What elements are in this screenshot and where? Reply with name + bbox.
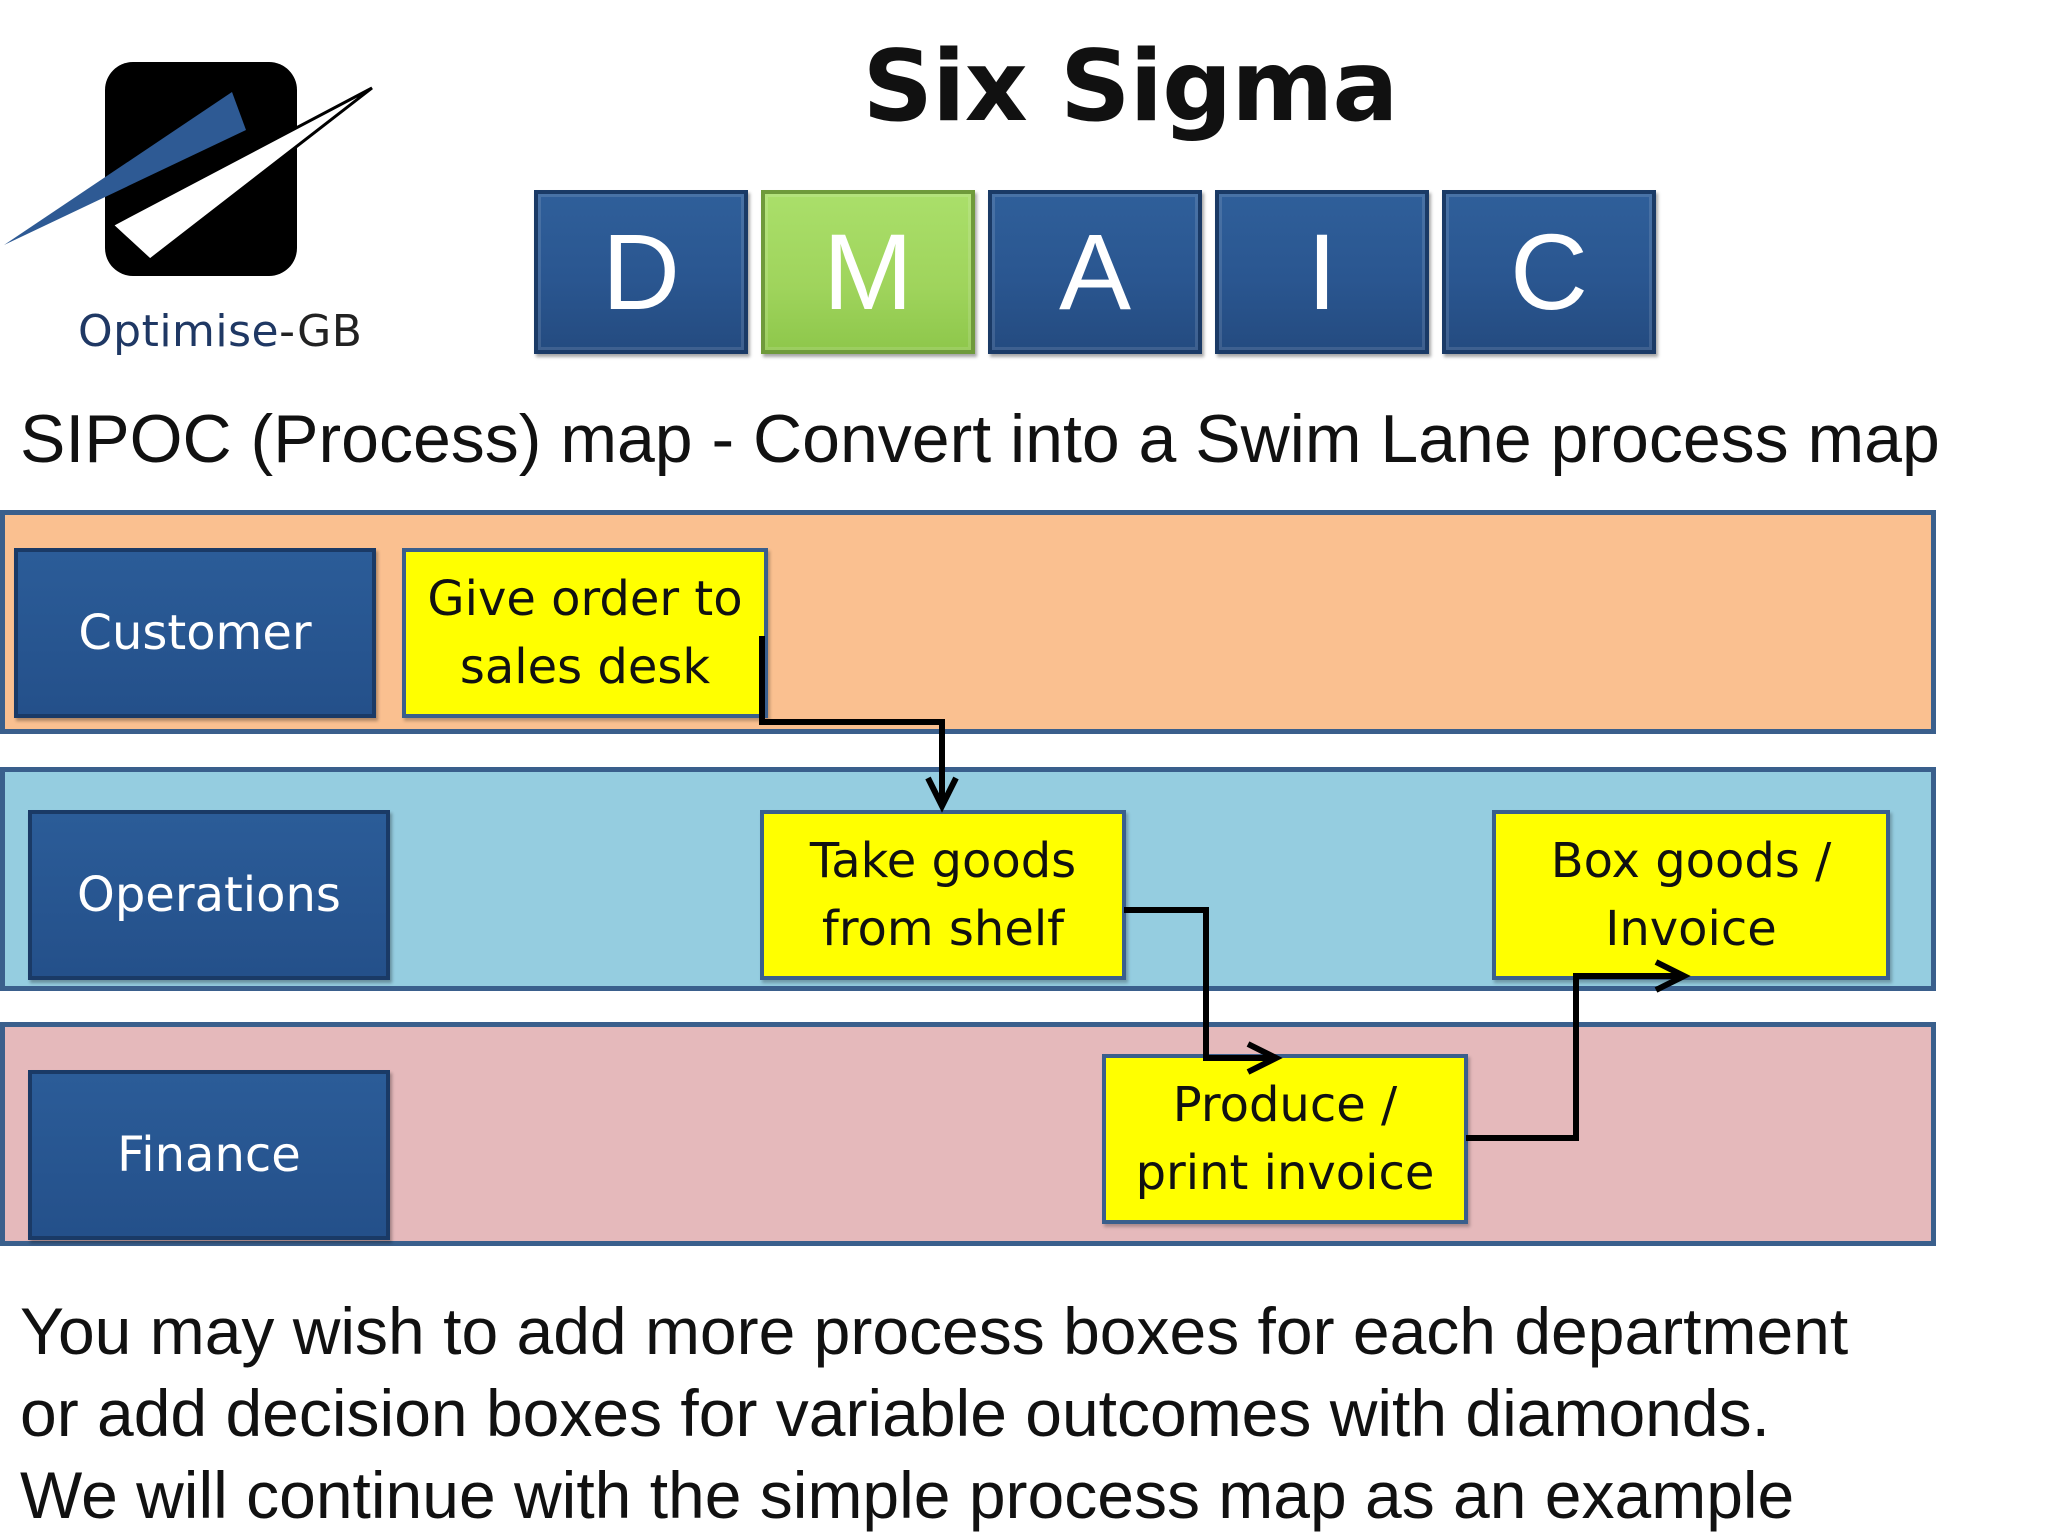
process-box-line: Produce / <box>1172 1077 1398 1133</box>
footer-line: You may wish to add more process boxes f… <box>20 1294 1849 1368</box>
logo-check-icon <box>109 86 373 262</box>
process-box-give-order: Give order to sales desk <box>402 548 768 718</box>
dmaic-step-c: C <box>1442 190 1656 354</box>
lane-label-customer: Customer <box>14 548 376 718</box>
process-box-line: from shelf <box>821 901 1065 957</box>
process-box-box-goods: Box goods / Invoice <box>1492 810 1890 980</box>
logo-brand-secondary: -GB <box>279 306 363 357</box>
process-box-line: Give order to <box>427 571 743 627</box>
logo-brand-primary: Optimise <box>78 306 280 357</box>
dmaic-step-d: D <box>534 190 748 354</box>
dmaic-step-a: A <box>988 190 1202 354</box>
optimise-gb-logo <box>4 62 373 276</box>
process-box-line: sales desk <box>459 639 711 695</box>
page-title: Six Sigma <box>862 30 1398 144</box>
process-box-line: Invoice <box>1605 901 1777 957</box>
lane-label-finance: Finance <box>28 1070 390 1240</box>
dmaic-step-m: M <box>761 190 975 354</box>
footer-line: or add decision boxes for variable outco… <box>20 1376 1770 1450</box>
process-box-produce-invoice: Produce / print invoice <box>1102 1054 1468 1224</box>
lane-label-operations: Operations <box>28 810 390 980</box>
process-box-line: Box goods / <box>1550 833 1832 889</box>
process-box-take-goods: Take goods from shelf <box>760 810 1126 980</box>
process-box-line: print invoice <box>1135 1145 1435 1201</box>
process-box-line: Take goods <box>809 833 1077 889</box>
dmaic-step-i: I <box>1215 190 1429 354</box>
logo-brand-text: Optimise-GB <box>78 306 362 357</box>
diagram-subtitle: SIPOC (Process) map - Convert into a Swi… <box>20 401 1940 477</box>
logo-blade-icon <box>4 92 246 245</box>
footer-notes: You may wish to add more process boxes f… <box>20 1290 1848 1536</box>
footer-line: We will continue with the simple process… <box>20 1458 1795 1532</box>
